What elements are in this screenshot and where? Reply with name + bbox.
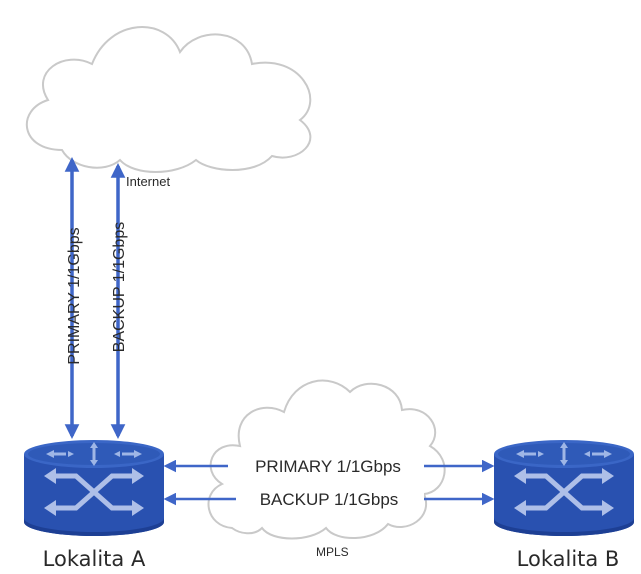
uplink-primary-label: PRIMARY 1/1Gbps xyxy=(66,227,83,364)
internet-cloud xyxy=(25,26,312,173)
router-icon xyxy=(24,440,164,536)
internet-label: Internet xyxy=(126,174,170,189)
uplink-primary: PRIMARY 1/1Gbps xyxy=(64,157,83,439)
router-b xyxy=(494,440,634,536)
mpls-label: MPLS xyxy=(316,545,349,559)
mpls-link-primary: PRIMARY 1/1Gbps xyxy=(163,455,495,477)
uplink-backup-label: BACKUP 1/1Gbps xyxy=(111,222,128,352)
mpls-link-backup: BACKUP 1/1Gbps xyxy=(163,488,495,510)
router-b-name: Lokalita B xyxy=(517,547,620,571)
router-a xyxy=(24,440,164,536)
mpls-link-backup-label: BACKUP 1/1Gbps xyxy=(260,490,399,509)
uplink-backup: BACKUP 1/1Gbps xyxy=(110,163,128,439)
mpls-link-primary-label: PRIMARY 1/1Gbps xyxy=(255,457,401,476)
router-a-name: Lokalita A xyxy=(43,547,146,571)
router-icon xyxy=(494,440,634,536)
cloud-icon xyxy=(25,26,312,173)
